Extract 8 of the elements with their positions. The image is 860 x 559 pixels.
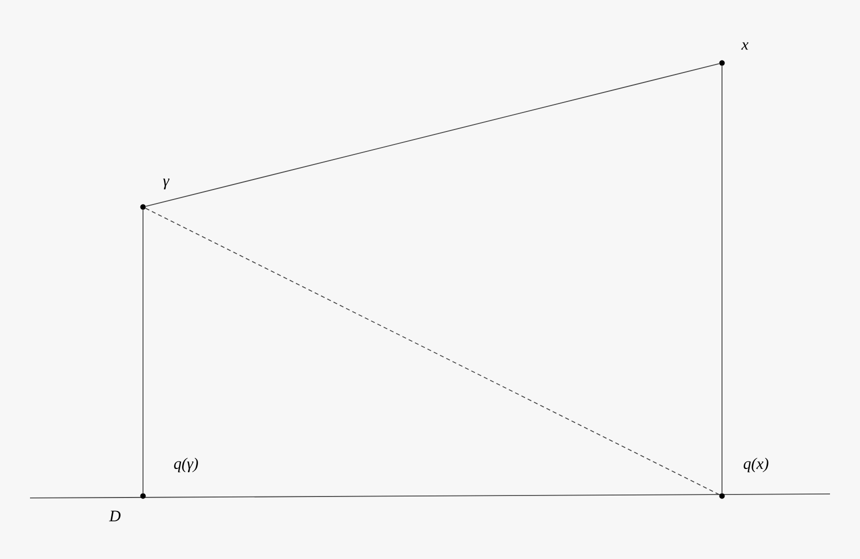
- point-label: x: [741, 42, 748, 50]
- line-segment: [145, 63, 720, 207]
- line-label: D: [109, 510, 121, 522]
- point-label: q(γ): [174, 458, 198, 472]
- point-label: γ: [163, 178, 170, 190]
- line-segment: [145, 208, 720, 496]
- point-label: q(x): [744, 458, 768, 472]
- line-segment: [142, 209, 144, 494]
